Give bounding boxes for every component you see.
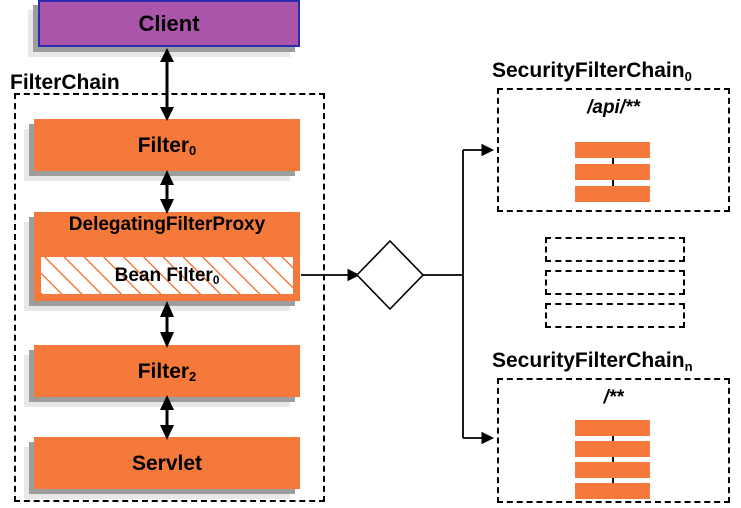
security-chain-n-link-1 xyxy=(612,432,614,447)
decision-label: ? xyxy=(379,262,393,287)
delegating-filter-proxy-box[interactable]: DelegatingFilterProxy Bean Filter0 xyxy=(34,212,300,301)
delegating-filter-proxy-label: DelegatingFilterProxy xyxy=(68,214,266,235)
client-label: Client xyxy=(138,10,200,36)
bean-filter-label: Bean Filter0 xyxy=(114,264,220,288)
security-chain-0-link-2 xyxy=(612,176,614,192)
security-chain-n-pattern: /** xyxy=(603,387,624,408)
servlet-box[interactable]: Servlet xyxy=(34,437,300,489)
ellipsis-chain-1 xyxy=(545,237,685,262)
filter2-label: Filter2 xyxy=(137,359,197,385)
security-chain-n-label: SecurityFilterChainn xyxy=(492,349,693,374)
security-chain-0-label: SecurityFilterChain0 xyxy=(492,59,692,84)
security-chain-0-link-1 xyxy=(612,154,614,170)
security-chain-n-link-2 xyxy=(612,453,614,468)
security-chain-n-link-3 xyxy=(612,474,614,489)
security-chain-0-bar-1[interactable] xyxy=(575,142,650,158)
filter0-subscript: 0 xyxy=(189,143,197,159)
bean-filter-subscript: 0 xyxy=(212,274,220,288)
security-chain-0-border[interactable] xyxy=(497,88,730,212)
security-chain-n-bar-1[interactable] xyxy=(575,420,650,436)
filterchain-group-border xyxy=(14,93,325,502)
security-chain-0-bar-3[interactable] xyxy=(575,186,650,202)
security-chain-0-bar-2[interactable] xyxy=(575,164,650,180)
servlet-label: Servlet xyxy=(131,451,203,475)
security-chain-0-subscript: 0 xyxy=(684,68,692,84)
filterchain-group-label: FilterChain xyxy=(10,71,120,94)
filter2-subscript: 2 xyxy=(189,369,197,385)
ellipsis-chain-3 xyxy=(545,303,685,328)
security-chain-n-border[interactable] xyxy=(497,378,730,503)
bean-filter-box[interactable]: Bean Filter0 xyxy=(40,256,294,295)
filter0-label: Filter0 xyxy=(137,133,197,159)
security-chain-n-bar-2[interactable] xyxy=(575,441,650,457)
client-box[interactable]: Client xyxy=(38,0,300,47)
filter2-box[interactable]: Filter2 xyxy=(34,345,300,397)
security-chain-0-pattern: /api/** xyxy=(587,97,640,118)
security-chain-n-subscript: n xyxy=(684,358,693,374)
decision-output-trunk xyxy=(423,143,495,445)
ellipsis-chain-2 xyxy=(545,270,685,295)
security-chain-n-bar-3[interactable] xyxy=(575,462,650,478)
security-chain-n-bar-4[interactable] xyxy=(575,483,650,499)
filter0-box[interactable]: Filter0 xyxy=(34,119,300,171)
